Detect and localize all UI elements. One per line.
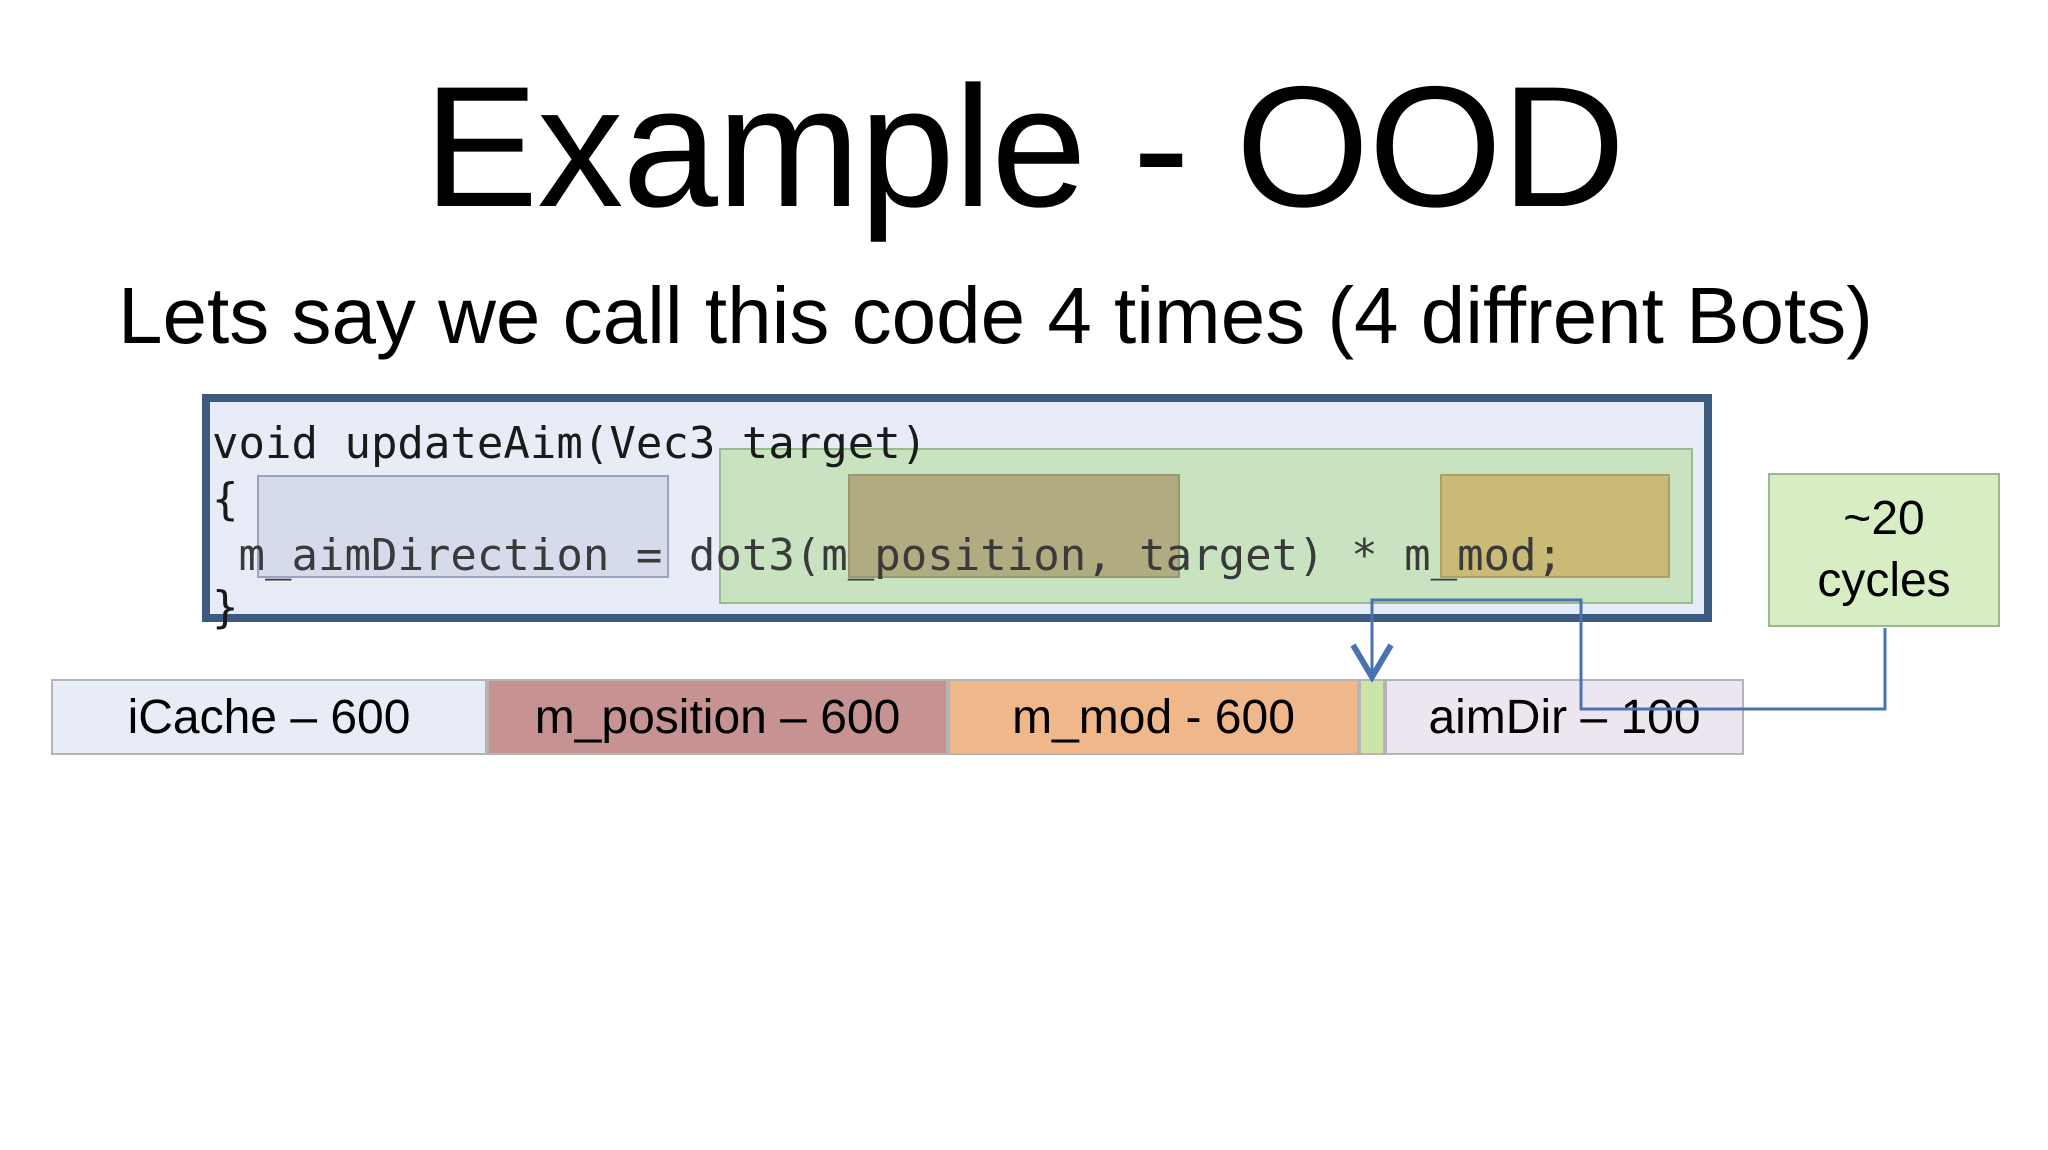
cycles-callout-unit: cycles	[1817, 554, 1951, 607]
arrow-head-icon	[1350, 643, 1394, 683]
code-line-statement: m_aimDirection = dot3(m_position, target…	[212, 528, 1564, 584]
code-rhs: = dot3(m_position, target) * m_mod;	[609, 530, 1564, 581]
memory-segment-aimdir: aimDir – 100	[1385, 679, 1744, 755]
connector-line	[1370, 598, 1887, 711]
cycles-callout-value: ~20	[1843, 492, 1925, 545]
code-lhs: m_aimDirection	[238, 530, 610, 581]
slide-title: Example - OOD	[423, 51, 1626, 243]
memory-segment-mod: m_mod - 600	[948, 679, 1359, 755]
cycles-callout: ~20 cycles	[1768, 473, 2000, 627]
code-line-open-brace: {	[212, 474, 239, 525]
aim-direction-highlight	[257, 475, 669, 578]
memory-segment-position: m_position – 600	[487, 679, 948, 755]
mod-highlight	[1440, 474, 1670, 578]
code-line-close-brace: }	[212, 582, 239, 633]
memory-segment-icache: iCache – 600	[51, 679, 487, 755]
slide-subtitle: Lets say we call this code 4 times (4 di…	[118, 271, 1873, 360]
position-highlight	[848, 474, 1180, 578]
code-line-signature: void updateAim(Vec3 target)	[212, 418, 928, 469]
